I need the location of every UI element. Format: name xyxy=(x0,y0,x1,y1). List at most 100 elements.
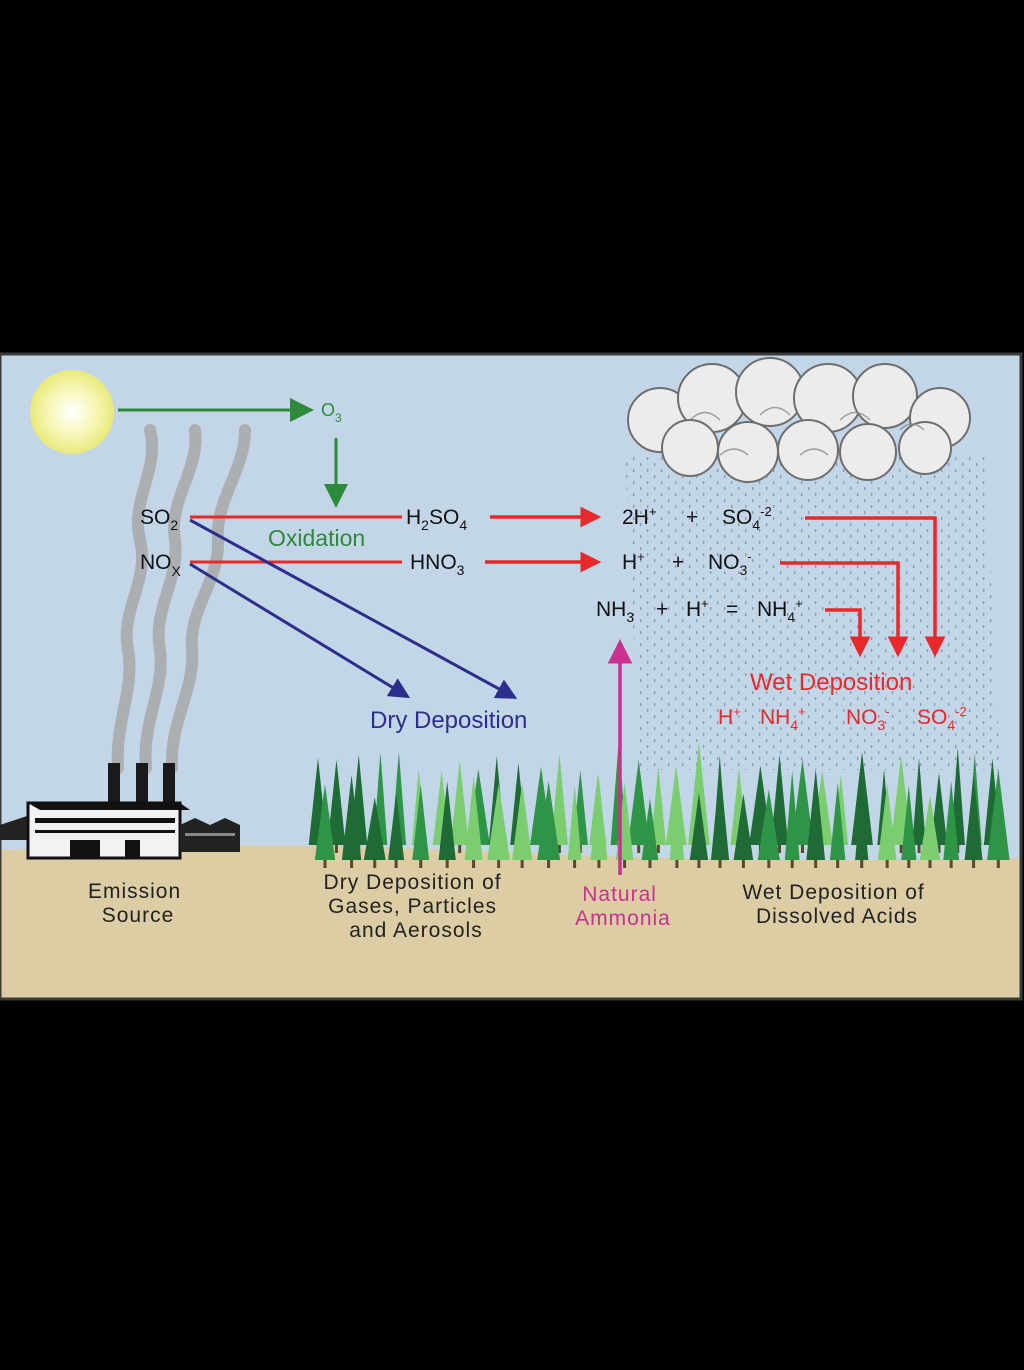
nh4-to-wet-arrow xyxy=(825,608,871,658)
oxidation-label: Oxidation xyxy=(268,525,365,551)
tree xyxy=(806,768,826,860)
tree xyxy=(733,793,754,860)
tree xyxy=(689,792,709,860)
eq3-plus: + xyxy=(656,598,668,621)
eq1-plus: + xyxy=(686,506,698,529)
tree xyxy=(987,768,1010,860)
tree xyxy=(363,797,386,860)
sun xyxy=(30,370,114,454)
so4-to-wet-arrow xyxy=(805,516,946,658)
tree xyxy=(512,782,533,860)
rain xyxy=(625,455,1000,770)
tree-trunk xyxy=(928,856,932,868)
tree-trunk xyxy=(578,841,582,853)
tree xyxy=(791,759,814,845)
wet-ions: H+ NH4+ NO3- SO4-2 xyxy=(718,704,967,733)
tree-trunk xyxy=(767,856,771,868)
wet-deposition-of-label: Wet Deposition of Dissolved Acids xyxy=(742,881,931,928)
tree-trunk xyxy=(741,856,745,868)
tree-trunk xyxy=(623,856,627,868)
tree-trunk xyxy=(648,856,652,868)
factory xyxy=(0,763,240,860)
tree-trunk xyxy=(836,856,840,868)
tree-trunk xyxy=(814,856,818,868)
tree xyxy=(877,784,897,860)
so2-label: SO2 xyxy=(140,506,178,533)
tree-trunk xyxy=(860,856,864,868)
tree xyxy=(919,795,941,860)
tree xyxy=(669,776,685,860)
tree-trunk xyxy=(458,841,462,853)
nox-label: NOX xyxy=(140,551,182,579)
tree-trunk xyxy=(656,841,660,853)
tree xyxy=(450,760,469,845)
tree-trunk xyxy=(497,856,501,868)
svg-text:NO3-: NO3- xyxy=(846,704,890,733)
tree xyxy=(314,784,336,860)
tree xyxy=(641,798,659,860)
smoke-plumes xyxy=(111,424,251,774)
tree-trunk xyxy=(419,856,423,868)
tree-trunk xyxy=(394,856,398,868)
tree-trunk xyxy=(917,841,921,853)
eq-so4-ion: SO4-2 xyxy=(722,504,772,533)
tree xyxy=(537,780,561,860)
tree-trunk xyxy=(573,856,577,868)
tree xyxy=(550,753,568,845)
tree-trunk xyxy=(996,856,1000,868)
tree-trunk xyxy=(790,856,794,868)
eq-h-plus: H+ xyxy=(622,549,645,574)
eq-nh4-ion: NH4+ xyxy=(757,596,803,625)
tree xyxy=(327,759,346,845)
tree xyxy=(710,766,730,860)
cloud xyxy=(627,357,971,483)
tree xyxy=(412,784,430,860)
hno3-label: HNO3 xyxy=(410,551,465,578)
tree-trunk xyxy=(520,856,524,868)
tree-trunk xyxy=(907,856,911,868)
tree-trunk xyxy=(637,841,641,853)
ground xyxy=(0,845,1021,999)
emission-source-label: Emission Source xyxy=(88,880,188,927)
eq-no3-ion: NO3- xyxy=(708,549,752,578)
tree-trunk xyxy=(373,856,377,868)
eq3-equals: = xyxy=(726,598,738,621)
tree xyxy=(590,777,608,860)
tree xyxy=(567,784,582,860)
tree-trunk xyxy=(697,856,701,868)
eq-2h-plus: 2H+ xyxy=(622,504,656,529)
tree-trunk xyxy=(557,841,561,853)
tree xyxy=(829,783,846,860)
tree xyxy=(964,774,983,860)
tree xyxy=(650,765,667,845)
so2-dry-arrow xyxy=(189,518,518,699)
tree xyxy=(757,789,780,860)
tree xyxy=(628,759,650,845)
tree xyxy=(341,774,362,860)
tree-trunk xyxy=(972,856,976,868)
tree-trunk xyxy=(899,841,903,853)
tree-trunk xyxy=(323,856,327,868)
svg-text:SO4-2: SO4-2 xyxy=(917,704,967,733)
no3-to-wet-arrow xyxy=(780,561,909,658)
forest xyxy=(308,741,1010,868)
tree xyxy=(487,783,510,860)
tree-trunk xyxy=(350,856,354,868)
svg-text:NH4+: NH4+ xyxy=(760,704,806,733)
tree xyxy=(943,781,960,860)
wet-deposition-label: Wet Deposition xyxy=(750,669,912,696)
tree xyxy=(388,793,405,860)
natural-ammonia-label: Natural Ammonia xyxy=(575,883,671,930)
tree xyxy=(855,788,869,860)
tree-trunk xyxy=(885,856,889,868)
dry-deposition-of-label: Dry Deposition of Gases, Particles and A… xyxy=(324,871,509,942)
tree-trunk xyxy=(718,856,722,868)
tree-trunk xyxy=(334,841,338,853)
tree-trunk xyxy=(949,856,953,868)
panel-border xyxy=(0,352,1023,1001)
tree-trunk xyxy=(547,856,551,868)
tree xyxy=(770,754,789,845)
tree xyxy=(901,785,917,860)
tree xyxy=(438,781,456,860)
